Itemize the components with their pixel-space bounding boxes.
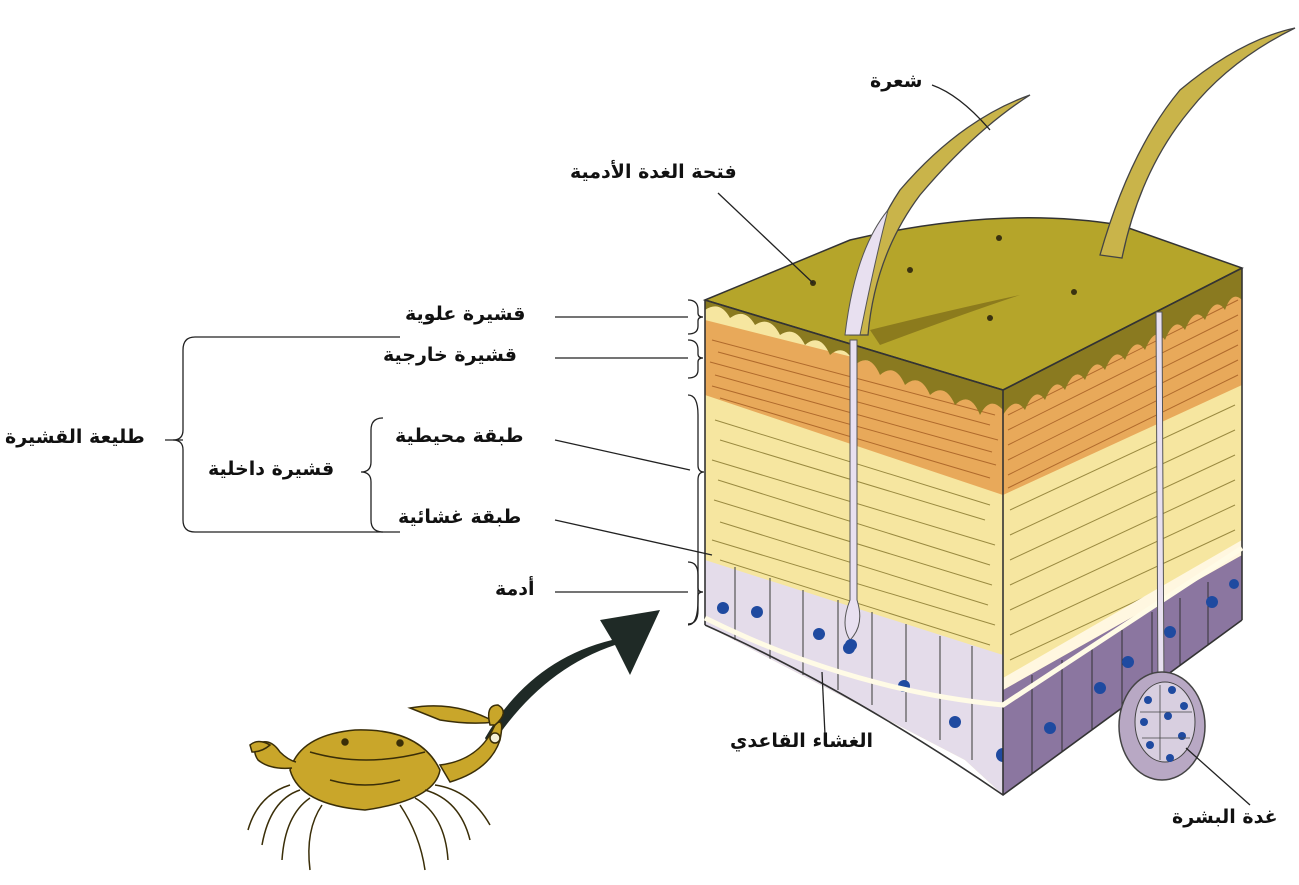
label-gland-opening: فتحة الغدة الأدمية	[570, 161, 737, 183]
crab-icon	[247, 704, 504, 871]
hair-right	[1099, 27, 1296, 259]
label-exocuticle: قشيرة خارجية	[383, 344, 517, 366]
epidermal-gland-icon	[1118, 671, 1206, 781]
label-epicuticle: قشيرة علوية	[405, 303, 526, 325]
epidermis-front	[705, 560, 1003, 795]
basement-membrane-line	[703, 545, 1244, 708]
epicuticle-side	[1003, 268, 1242, 415]
label-endocuticle: قشيرة داخلية	[208, 458, 335, 480]
label-peripheral-layer: طبقة محيطية	[395, 425, 524, 447]
label-hair: شعرة	[870, 70, 923, 92]
label-basement-membrane: الغشاء القاعدي	[730, 730, 873, 752]
zoom-arrow	[485, 610, 660, 748]
block-outline	[704, 267, 1243, 796]
layer-braces	[687, 299, 705, 626]
label-epidermal-gland: غدة البشرة	[1172, 806, 1278, 828]
leader-lines	[165, 84, 1251, 806]
label-membranous-layer: طبقة غشائية	[398, 506, 522, 528]
label-epidermis: أدمة	[495, 578, 535, 600]
group-braces	[172, 336, 400, 533]
label-procuticle: طليعة القشيرة	[5, 426, 145, 448]
